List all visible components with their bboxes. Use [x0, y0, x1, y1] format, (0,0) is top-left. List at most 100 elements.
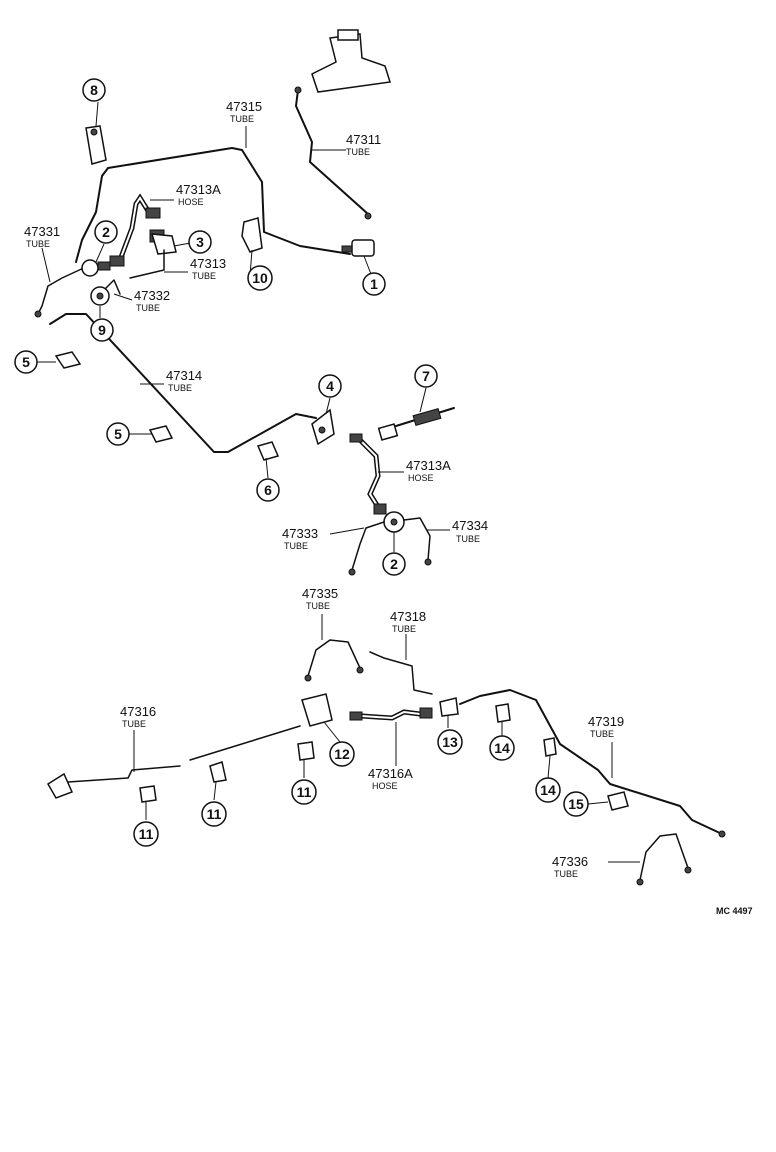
svg-text:47318: 47318: [390, 609, 426, 624]
union-1: [341, 239, 375, 257]
svg-text:TUBE: TUBE: [168, 383, 192, 393]
tube-47313: [129, 249, 165, 279]
clip-5-upper: [54, 351, 82, 369]
svg-text:47335: 47335: [302, 586, 338, 601]
svg-text:1: 1: [370, 276, 378, 292]
hose-47316a: [349, 707, 433, 721]
tube-47333: [351, 521, 385, 571]
callout-7: 7: [414, 364, 438, 388]
svg-text:4: 4: [326, 378, 334, 394]
svg-text:TUBE: TUBE: [122, 719, 146, 729]
part-7: [377, 407, 455, 441]
callout-15: 15: [563, 791, 589, 817]
svg-text:2: 2: [102, 224, 110, 240]
clip-5-lower: [148, 425, 174, 443]
svg-text:TUBE: TUBE: [392, 624, 416, 634]
svg-text:47313A: 47313A: [406, 458, 451, 473]
callout-12: 12: [329, 741, 355, 767]
part-label-47316: 47316 TUBE: [120, 704, 156, 729]
svg-text:47334: 47334: [452, 518, 488, 533]
svg-text:47316A: 47316A: [368, 766, 413, 781]
svg-text:TUBE: TUBE: [26, 239, 50, 249]
svg-text:TUBE: TUBE: [284, 541, 308, 551]
union-9: [90, 286, 110, 306]
svg-text:TUBE: TUBE: [192, 271, 216, 281]
callout-5-lower: 5: [106, 422, 130, 446]
callout-6: 6: [256, 478, 280, 502]
svg-text:47316: 47316: [120, 704, 156, 719]
callout-14-a: 14: [489, 735, 515, 761]
union-13: [439, 697, 459, 717]
svg-text:TUBE: TUBE: [230, 114, 254, 124]
bracket-12: [301, 693, 333, 727]
callout-14-b: 14: [535, 777, 561, 803]
tube-47319: [459, 689, 723, 835]
tube-47335: [307, 639, 361, 677]
svg-text:TUBE: TUBE: [590, 729, 614, 739]
tube-47316: [67, 765, 181, 783]
master-cylinder: [311, 29, 391, 93]
svg-text:TUBE: TUBE: [456, 534, 480, 544]
tube-47334: [403, 517, 431, 561]
svg-text:TUBE: TUBE: [346, 147, 370, 157]
callout-2-top: 2: [94, 220, 118, 244]
callout-9: 9: [90, 318, 114, 342]
part-label-47319: 47319 TUBE: [588, 714, 624, 739]
svg-text:HOSE: HOSE: [408, 473, 434, 483]
svg-text:8: 8: [90, 82, 98, 98]
svg-text:47333: 47333: [282, 526, 318, 541]
svg-text:11: 11: [207, 806, 222, 822]
clip-11-c: [297, 741, 315, 761]
part-label-47332: 47332 TUBE: [134, 288, 170, 313]
callout-8: 8: [82, 78, 106, 102]
tube-47315: [101, 147, 351, 255]
part-label-47314: 47314 TUBE: [166, 368, 202, 393]
tube-47314: [49, 313, 317, 453]
bracket-3: [150, 233, 177, 255]
svg-text:47319: 47319: [588, 714, 624, 729]
svg-text:5: 5: [114, 426, 122, 442]
callout-4: 4: [318, 374, 342, 398]
bracket-4: [311, 408, 335, 446]
clip-15: [607, 791, 629, 811]
union-47316-end: [46, 772, 74, 799]
callout-5-upper: 5: [14, 350, 38, 374]
callout-1: 1: [362, 272, 386, 296]
tube-47318: [369, 651, 433, 695]
svg-text:47313: 47313: [190, 256, 226, 271]
clip-14-b: [543, 737, 557, 757]
part-label-47334: 47334 TUBE: [452, 518, 488, 544]
svg-text:7: 7: [422, 368, 430, 384]
part-label-47313a-mid: 47313A HOSE: [406, 458, 451, 483]
svg-text:TUBE: TUBE: [136, 303, 160, 313]
svg-text:TUBE: TUBE: [554, 869, 578, 879]
part-label-47318: 47318 TUBE: [390, 609, 426, 634]
svg-text:HOSE: HOSE: [178, 197, 204, 207]
bracket-10: [241, 217, 263, 253]
svg-text:5: 5: [22, 354, 30, 370]
leader-lines: [36, 101, 640, 863]
svg-text:11: 11: [139, 826, 154, 842]
svg-text:2: 2: [390, 556, 398, 572]
callout-11-c: 11: [291, 779, 317, 805]
svg-text:15: 15: [568, 796, 584, 812]
callout-2-mid: 2: [382, 552, 406, 576]
union-2-top: [81, 259, 111, 277]
part-label-47313a-top: 47313A HOSE: [176, 182, 221, 207]
part-label-47333: 47333 TUBE: [282, 526, 318, 551]
part-label-47316a: 47316A HOSE: [368, 766, 413, 791]
svg-text:12: 12: [334, 746, 350, 762]
svg-text:47331: 47331: [24, 224, 60, 239]
svg-text:HOSE: HOSE: [372, 781, 398, 791]
svg-text:3: 3: [196, 234, 204, 250]
svg-text:47315: 47315: [226, 99, 262, 114]
tube-47332: [101, 279, 121, 295]
svg-text:11: 11: [297, 784, 312, 800]
tube-47331: [37, 265, 89, 315]
callout-3: 3: [188, 230, 212, 254]
bracket-8: [85, 125, 107, 165]
part-label-47313: 47313 TUBE: [190, 256, 226, 281]
hose-47313a-mid: [349, 433, 387, 515]
svg-text:14: 14: [540, 782, 556, 798]
